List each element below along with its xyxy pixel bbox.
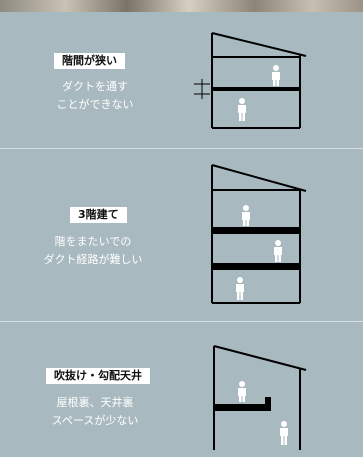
top-photo-strip bbox=[0, 0, 363, 12]
panel-1-desc-line1: ダクトを通す bbox=[62, 80, 128, 93]
person-icon bbox=[274, 240, 282, 262]
panel-1-desc-line2: ことができない bbox=[56, 98, 134, 111]
panel-3-desc-line1: 屋根裏、天井裏 bbox=[56, 396, 134, 409]
panel-atrium-sloped-ceiling: 吹抜け・勾配天井 屋根裏、天井裏 スペースが少ない bbox=[0, 322, 363, 457]
divider-2 bbox=[0, 321, 363, 322]
panel-3-house-diagram bbox=[213, 345, 307, 450]
panel-1-title: 階間が狭い bbox=[54, 53, 125, 69]
panel-3-desc-line2: スペースが少ない bbox=[51, 414, 139, 427]
panel-narrow-floor: 階間が狭い ダクトを通す ことができない bbox=[0, 12, 363, 148]
person-icon bbox=[238, 98, 246, 121]
panel-2-desc-line2: ダクト経路が難しい bbox=[43, 253, 143, 266]
person-icon bbox=[238, 381, 246, 402]
panel-2-desc-line1: 階をまたいでの bbox=[54, 235, 132, 248]
person-icon bbox=[280, 421, 288, 445]
panel-2-title: 3階建て bbox=[70, 207, 127, 223]
person-icon bbox=[242, 205, 250, 226]
panel-3-title: 吹抜け・勾配天井 bbox=[46, 368, 150, 384]
panel-three-story: 3階建て 階をまたいでの ダクト経路が難しい bbox=[0, 149, 363, 321]
panel-1-house-diagram bbox=[194, 32, 307, 129]
person-icon bbox=[272, 65, 280, 86]
panel-2-house-diagram bbox=[211, 164, 307, 304]
divider-1 bbox=[0, 148, 363, 149]
person-icon bbox=[236, 277, 244, 300]
